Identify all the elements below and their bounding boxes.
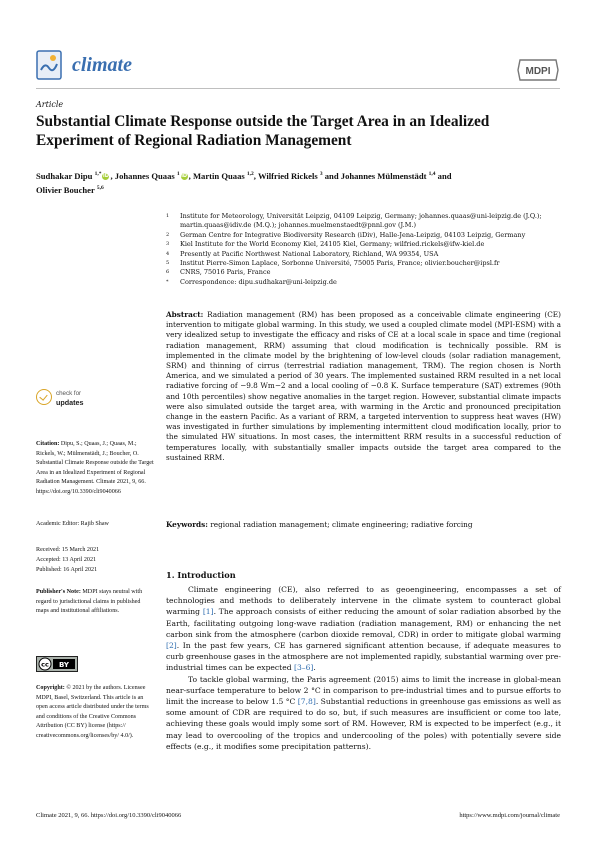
publisher-note-text: MDPI stays neutral with regard to jurisd… [36,589,143,615]
mdpi-logo-text: MDPI [526,66,551,77]
publisher-note-label: Publisher's Note: [36,589,81,595]
affiliation-item: 6 CNRS, 75016 Paris, France [166,268,561,277]
affiliation-text: CNRS, 75016 Paris, France [180,268,271,277]
check-for-updates-button[interactable]: check for updates [36,388,126,412]
citation-block: Citation: Dipu, S.; Quaas, J.; Quaas, M.… [36,440,154,498]
affiliation-text: Institute for Meteorology, Universität L… [180,212,542,230]
introduction-body: Climate engineering (CE), also referred … [166,584,561,752]
affiliation-number: 1 [166,213,170,219]
cc-by-text: BY [59,661,70,669]
academic-editor: Academic Editor: Rajib Shaw [36,521,109,527]
copyright-label: Copyright: [36,685,65,691]
footer-citation: Climate 2021, 9, 66. https://doi.org/10.… [36,812,182,819]
paragraph-text: . The approach consists of either reduci… [166,607,562,639]
author-name: Sudhakar Dipu [36,170,93,181]
paragraph-text: . In the past few years, CE has garnered… [166,641,561,673]
abstract: Abstract: Radiation management (RM) has … [166,310,561,463]
header-divider [36,88,560,89]
author-separator: and [322,170,341,181]
citation-label: Citation: [36,441,60,447]
affiliation-item: 1 Institute for Meteorology, Universität … [166,212,561,231]
affiliation-item: * Correspondence: dipu.sudhakar@uni-leipz… [166,278,561,287]
author-name: Johannes Mülmenstädt [340,170,427,181]
paragraph: To tackle global warming, the Paris agre… [166,674,561,752]
check-updates-line1: check for [56,390,82,397]
affiliation-item: 5 Institut Pierre-Simon Laplace, Sorbonne… [166,259,561,268]
journal-name: climate [72,54,132,76]
abstract-text: Radiation management (RM) has been propo… [166,310,561,462]
author-name: Johannes Quaas [114,170,175,181]
author-affiliation-marker: 1,2 [246,171,254,177]
author-separator: , [188,170,193,181]
copyright-text: © 2021 by the authors. Licensee MDPI, Ba… [36,685,149,739]
paragraph-text: . [313,663,316,673]
published-date: Published: 16 April 2021 [36,567,98,573]
author-separator: and [435,170,452,181]
affiliation-number: 4 [166,250,170,257]
copyright-block: Copyright: © 2021 by the authors. Licens… [36,684,154,742]
author-name: Martin Quaas [192,170,245,181]
paper-title: Substantial Climate Response outside the… [36,113,490,149]
author-separator: , [110,170,115,181]
citation-link[interactable]: [3–6] [294,663,314,673]
check-updates-icon [36,389,52,405]
paragraph-text: Climate engineering (CE), also referred … [166,585,561,617]
affiliation-text: German Centre for Integrative Biodiversi… [180,230,526,239]
paragraph-text: . Substantial reductions in greenhouse g… [166,697,561,751]
citation-link[interactable]: [1] [202,607,214,617]
affiliation-number: * [166,278,169,285]
affiliation-number: 5 [166,260,170,267]
keywords: Keywords: regional radiation management;… [166,520,561,530]
author-name: Wilfried Rickels [257,170,318,181]
affiliation-number: 6 [166,269,170,276]
affiliation-text: Presently at Pacific Northwest National … [180,249,439,258]
publisher-note: Publisher's Note: MDPI stays neutral wit… [36,588,154,617]
check-updates-line2: updates [56,398,84,407]
citation-link[interactable]: [2] [166,641,177,651]
paragraph-text: To tackle global warming, the Paris agre… [166,674,561,707]
citation-text: Dipu, S.; Quaas, J.; Quaas, M.; Rickels,… [36,441,154,495]
received-date: Received: 15 March 2021 [36,547,100,553]
keywords-text: regional radiation management; climate e… [210,520,473,529]
author-affiliation-marker: 1,4 [428,171,436,177]
keywords-label: Keywords: [166,520,208,529]
author-name: Olivier Boucher [36,184,95,195]
affiliation-number: 3 [166,241,170,248]
cc-by-license-icon[interactable]: cc BY [36,656,78,672]
accepted-date: Accepted: 13 April 2021 [36,557,97,563]
author-affiliation-marker: 1 [176,171,180,177]
journal-logo-icon [36,50,62,80]
journal-url-link[interactable]: https://www.mdpi.com/journal/climate [459,812,560,819]
page-footer: Climate 2021, 9, 66. https://doi.org/10.… [36,812,560,819]
section-heading: 1. Introduction [166,570,236,580]
paragraph: Climate engineering (CE), also referred … [166,584,561,674]
affiliation-item: 2 German Centre for Integrative Biodivers… [166,231,561,240]
cc-logo-text: cc [41,661,49,669]
author-affiliation-marker: 3 [319,171,323,177]
mdpi-logo-icon: MDPI [516,58,560,82]
affiliation-text: Institut Pierre-Simon Laplace, Sorbonne … [180,259,500,268]
affiliation-item: 3 Kiel Institute for the World Economy Ki… [166,240,561,249]
orcid-icon[interactable]: iD [102,173,110,181]
article-type: Article [36,100,64,109]
affiliation-text: Correspondence: dipu.sudhakar@uni-leipzi… [180,277,337,286]
author-separator: , [253,170,258,181]
affiliation-text: Kiel Institute for the World Economy Kie… [180,240,485,249]
author-affiliation-marker: 1,* [94,171,102,177]
affiliation-item: 4 Presently at Pacific Northwest National… [166,250,561,259]
citation-link[interactable]: [7,8] [297,697,316,707]
affiliations: 1 Institute for Meteorology, Universität … [166,212,561,287]
author-affiliation-marker: 5,6 [96,184,104,191]
orcid-icon[interactable]: iD [180,173,188,181]
affiliation-number: 2 [166,231,170,238]
abstract-label: Abstract: [166,310,204,319]
